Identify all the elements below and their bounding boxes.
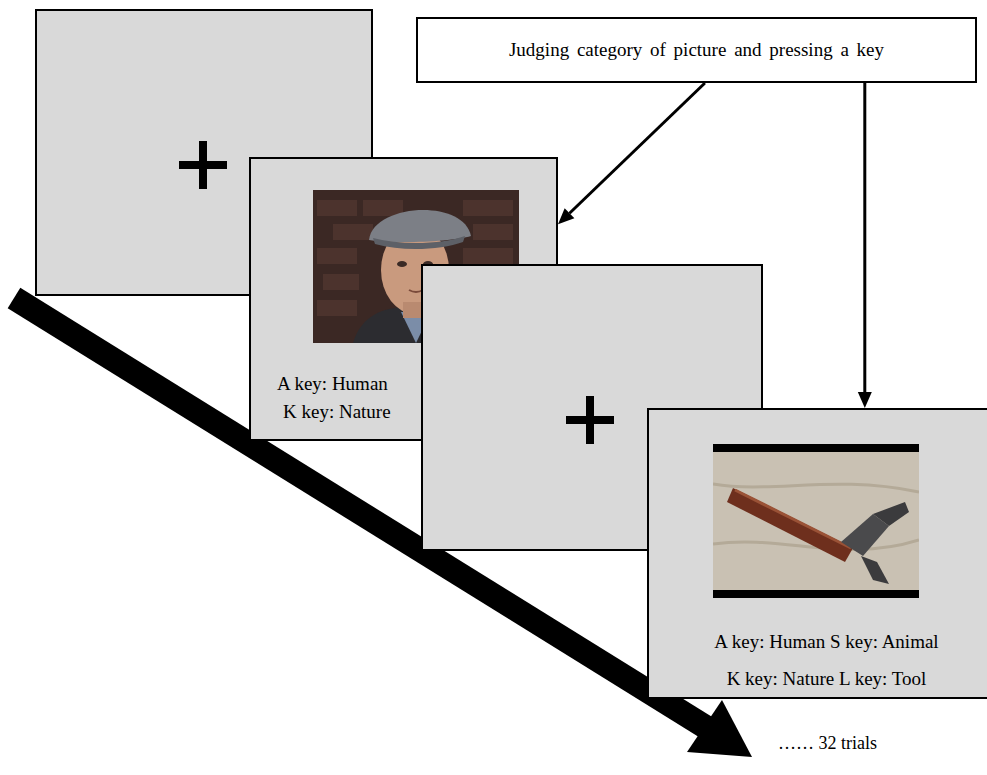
- hammer-face: [861, 556, 889, 584]
- handle-highlight: [735, 490, 851, 548]
- stone-surface: [713, 452, 919, 590]
- instruction-box: Judging category of picture and pressing…: [416, 17, 977, 83]
- mouth: [409, 290, 423, 292]
- arrow-line: [570, 83, 705, 213]
- time-arrow-head: [687, 700, 752, 757]
- key-mapping: A key: Human: [277, 370, 388, 398]
- hammer-handle: [727, 488, 853, 562]
- hammer-photo: [713, 444, 919, 598]
- trial-count: …… 32 trials: [778, 733, 877, 753]
- screen-frame: [36, 10, 372, 295]
- flat-cap: [369, 210, 471, 242]
- key-mapping: K key: Nature: [283, 398, 391, 426]
- label-holder: …… 32 trials: [778, 733, 877, 754]
- cap-brim: [373, 236, 465, 249]
- key-mapping: A key: Human S key: Animal: [649, 623, 987, 660]
- instruction-arrow: [858, 83, 872, 408]
- arrow-line: [863, 83, 866, 392]
- photo-border: [713, 444, 919, 598]
- instruction-text: Judging category of picture and pressing…: [509, 39, 884, 61]
- fixation-cross: [586, 396, 594, 444]
- arrow-head: [558, 208, 574, 224]
- key-mapping: K key: Nature L key: Tool: [649, 660, 987, 697]
- arrow-head: [858, 392, 872, 408]
- hammer-claw: [873, 502, 909, 526]
- fixation-cross: [199, 141, 207, 189]
- eye: [397, 261, 407, 267]
- instruction-arrow: [558, 83, 705, 224]
